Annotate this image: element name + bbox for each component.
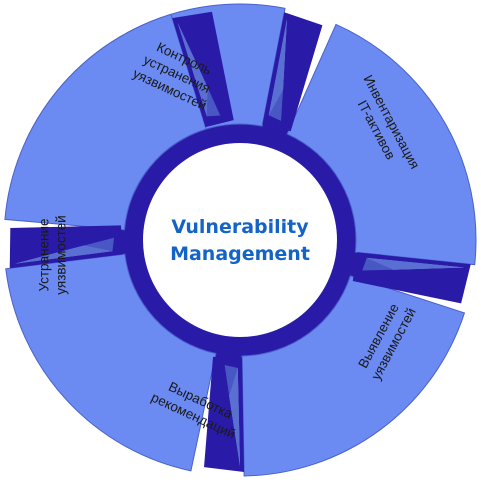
- segment-inventory: [286, 23, 477, 266]
- arrow-wedge-recommend: [9, 225, 123, 269]
- segment-remediation: [4, 13, 207, 231]
- arrow-wedge-remediation: [172, 11, 234, 128]
- segment-detection: [241, 275, 466, 477]
- arrow-mid-facet-recommend: [15, 237, 115, 264]
- segment-label-line: Устранение: [37, 218, 52, 291]
- arrow-mid-facet-detection: [224, 365, 240, 466]
- arrow-mid-facet-control: [268, 18, 287, 121]
- arrows-layer: [9, 11, 471, 472]
- center-title-line2: Management: [170, 243, 310, 265]
- segment-label-line: уязвимостей: [54, 215, 69, 294]
- center-layer: Vulnerability Management: [143, 143, 337, 337]
- segment-recommend: [5, 253, 217, 472]
- center-title-line1: Vulnerability: [171, 216, 309, 238]
- arrow-mid-facet-inventory: [362, 257, 465, 271]
- segments-layer: [4, 3, 477, 477]
- arrow-mid-facet-remediation: [177, 22, 221, 117]
- center-circle: [143, 143, 337, 337]
